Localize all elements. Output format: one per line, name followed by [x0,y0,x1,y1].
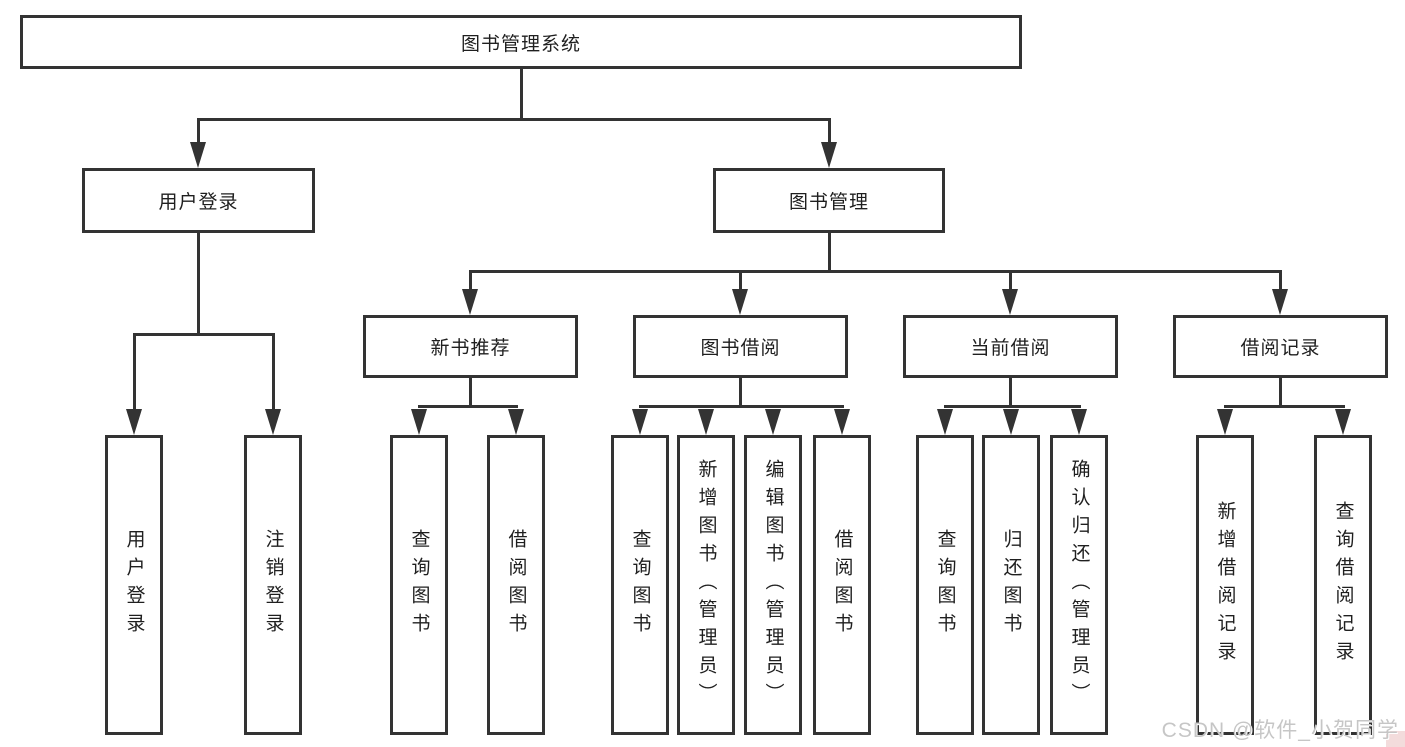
arrowhead-down-icon [126,409,142,435]
arrowhead-down-icon [190,142,206,168]
connector-line [1224,405,1345,408]
arrowhead-down-icon [732,289,748,315]
arrowhead-down-icon [632,409,648,435]
node-borrowing-records: 借阅记录 [1173,315,1388,378]
arrowhead-down-icon [462,289,478,315]
connector-line [197,232,200,335]
leaf-label: 新增图书（管理员） [695,459,717,711]
connector-line [469,270,1282,273]
watermark-tint [1386,731,1405,747]
node-root: 图书管理系统 [20,15,1022,69]
connector-line [1009,270,1012,291]
leaf-confirm-return-admin: 确认归还（管理员） [1050,435,1108,735]
arrowhead-down-icon [765,409,781,435]
connector-line [133,333,136,413]
node-book-borrowing: 图书借阅 [633,315,848,378]
node-current-borrowing: 当前借阅 [903,315,1118,378]
arrowhead-down-icon [411,409,427,435]
leaf-add-book-admin: 新增图书（管理员） [677,435,735,735]
leaf-user-login: 用户登录 [105,435,163,735]
node-book-management: 图书管理 [713,168,945,233]
leaf-label: 查询图书 [408,529,430,641]
leaf-edit-book-admin: 编辑图书（管理员） [744,435,802,735]
leaf-add-borrow-record: 新增借阅记录 [1196,435,1254,735]
arrowhead-down-icon [821,142,837,168]
arrowhead-down-icon [1003,409,1019,435]
connector-line [828,118,831,146]
arrowhead-down-icon [1002,289,1018,315]
leaf-label: 查询图书 [629,529,651,641]
leaf-query-books-borrow: 查询图书 [611,435,669,735]
leaf-return-books: 归还图书 [982,435,1040,735]
leaf-label: 新增借阅记录 [1214,501,1236,669]
connector-line [197,118,200,146]
leaf-label: 用户登录 [123,529,145,641]
connector-line [739,377,742,407]
leaf-label: 确认归还（管理员） [1068,459,1090,711]
leaf-label: 注销登录 [262,529,284,641]
arrowhead-down-icon [1217,409,1233,435]
arrowhead-down-icon [834,409,850,435]
connector-line [944,405,1081,408]
leaf-logout: 注销登录 [244,435,302,735]
connector-line [1279,377,1282,407]
connector-line [272,333,275,413]
connector-line [197,118,831,121]
leaf-label: 查询借阅记录 [1332,501,1354,669]
leaf-label: 归还图书 [1000,529,1022,641]
connector-line [469,377,472,407]
arrowhead-down-icon [1071,409,1087,435]
watermark: CSDN @软件_小贺同学 [1161,719,1399,742]
connector-line [133,333,275,336]
connector-line [639,405,844,408]
leaf-query-borrow-record: 查询借阅记录 [1314,435,1372,735]
leaf-borrow-books: 借阅图书 [813,435,871,735]
connector-line [828,232,831,272]
node-user-login: 用户登录 [82,168,315,233]
leaf-label: 借阅图书 [505,529,527,641]
connector-line [520,68,523,120]
arrowhead-down-icon [265,409,281,435]
leaf-label: 查询图书 [934,529,956,641]
connector-line [1009,377,1012,407]
connector-line [1279,270,1282,291]
leaf-label: 借阅图书 [831,529,853,641]
arrowhead-down-icon [508,409,524,435]
leaf-query-books-recommend: 查询图书 [390,435,448,735]
connector-line [739,270,742,291]
leaf-query-books-current: 查询图书 [916,435,974,735]
node-new-book-recommend: 新书推荐 [363,315,578,378]
arrowhead-down-icon [937,409,953,435]
arrowhead-down-icon [1272,289,1288,315]
arrowhead-down-icon [1335,409,1351,435]
leaf-borrow-books-recommend: 借阅图书 [487,435,545,735]
connector-line [469,270,472,291]
connector-line [418,405,518,408]
leaf-label: 编辑图书（管理员） [762,459,784,711]
arrowhead-down-icon [698,409,714,435]
